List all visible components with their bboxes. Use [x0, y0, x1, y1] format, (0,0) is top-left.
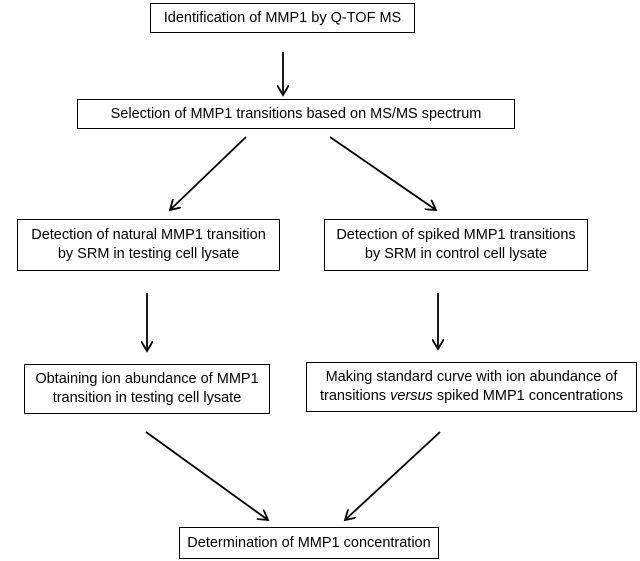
- identification-box: Identification of MMP1 by Q-TOF MS: [150, 3, 415, 33]
- arrow-selection-to-spiked: [329, 136, 436, 210]
- detect-spiked-line1: Detection of spiked MMP1 transitions: [336, 227, 576, 243]
- standard-curve-line1: Making standard curve with ion abundance…: [325, 369, 618, 385]
- detect-natural-box: Detection of natural MMP1 transition by …: [17, 219, 280, 271]
- selection-text: Selection of MMP1 transitions based on M…: [110, 105, 482, 122]
- arrow-selection-to-natural: [170, 136, 247, 210]
- arrow-standard-curve-to-determination: [345, 431, 441, 520]
- standard-curve-line2-versus: versus: [390, 388, 433, 404]
- standard-curve-line2: transitions versus spiked MMP1 concentra…: [320, 387, 623, 406]
- identification-text: Identification of MMP1 by Q-TOF MS: [163, 9, 402, 26]
- obtaining-line2: transition in testing cell lysate: [52, 390, 242, 406]
- selection-box: Selection of MMP1 transitions based on M…: [77, 99, 515, 129]
- detect-spiked-line2: by SRM in control cell lysate: [364, 246, 548, 262]
- standard-curve-line2-post: spiked MMP1 concentrations: [432, 388, 624, 404]
- arrow-obtaining-to-determination: [145, 431, 268, 520]
- determination-text: Determination of MMP1 concentration: [187, 534, 431, 551]
- standard-curve-line2-pre: transitions: [319, 388, 391, 404]
- detect-spiked-box: Detection of spiked MMP1 transitions by …: [324, 219, 588, 271]
- detect-natural-line2: by SRM in testing cell lysate: [57, 246, 240, 262]
- obtaining-line1: Obtaining ion abundance of MMP1: [35, 371, 259, 387]
- determination-box: Determination of MMP1 concentration: [179, 527, 439, 559]
- standard-curve-box: Making standard curve with ion abundance…: [306, 362, 637, 412]
- obtaining-box: Obtaining ion abundance of MMP1 transiti…: [24, 364, 270, 414]
- detect-natural-line1: Detection of natural MMP1 transition: [31, 227, 266, 243]
